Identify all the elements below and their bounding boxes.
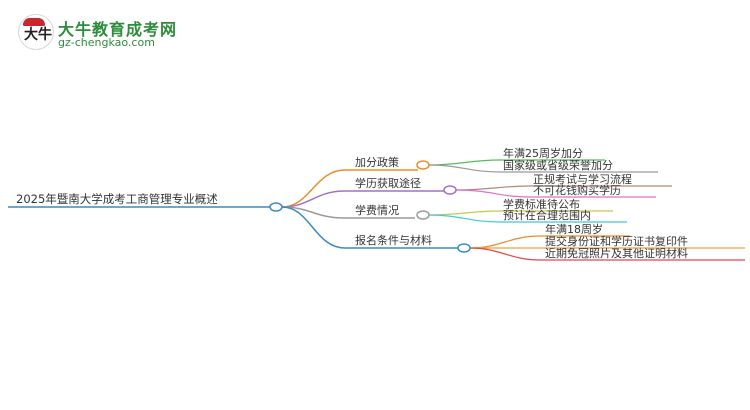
logo-url: gz-chengkao.com: [58, 36, 155, 49]
leaf-topic[interactable]: 学费标准待公布: [503, 198, 580, 211]
leaf-topic[interactable]: 年满18周岁: [545, 223, 603, 236]
leaf-topic[interactable]: 预计在合理范围内: [503, 209, 591, 222]
branch-node-circle: [416, 160, 430, 170]
branch-topic-bonus-policy[interactable]: 加分政策: [355, 156, 399, 169]
branch-node-circle: [443, 185, 457, 195]
root-node-circle: [269, 202, 283, 212]
root-topic[interactable]: 2025年暨南大学成考工商管理专业概述: [16, 192, 218, 206]
leaf-topic[interactable]: 国家级或省级荣誉加分: [503, 159, 613, 172]
logo-badge-icon: 大牛: [18, 14, 54, 50]
site-logo[interactable]: 大牛 大牛教育成考网 gz-chengkao.com: [18, 14, 218, 54]
logo-title: 大牛教育成考网: [58, 20, 178, 39]
leaf-topic[interactable]: 不可花钱购买学历: [533, 184, 621, 197]
cap-icon: [23, 18, 45, 26]
branch-node-circle: [416, 210, 430, 220]
leaf-topic[interactable]: 正规考试与学习流程: [533, 173, 632, 186]
leaf-topic[interactable]: 提交身份证和学历证书复印件: [545, 235, 688, 248]
branch-topic-tuition[interactable]: 学费情况: [355, 204, 399, 217]
branch-node-circle: [457, 243, 471, 253]
branch-topic-registration[interactable]: 报名条件与材料: [355, 234, 432, 247]
branch-topic-degree-path[interactable]: 学历获取途径: [355, 177, 421, 190]
leaf-topic[interactable]: 近期免冠照片及其他证明材料: [545, 247, 688, 260]
logo-glyph: 大牛: [24, 27, 52, 43]
leaf-topic[interactable]: 年满25周岁加分: [503, 147, 583, 160]
